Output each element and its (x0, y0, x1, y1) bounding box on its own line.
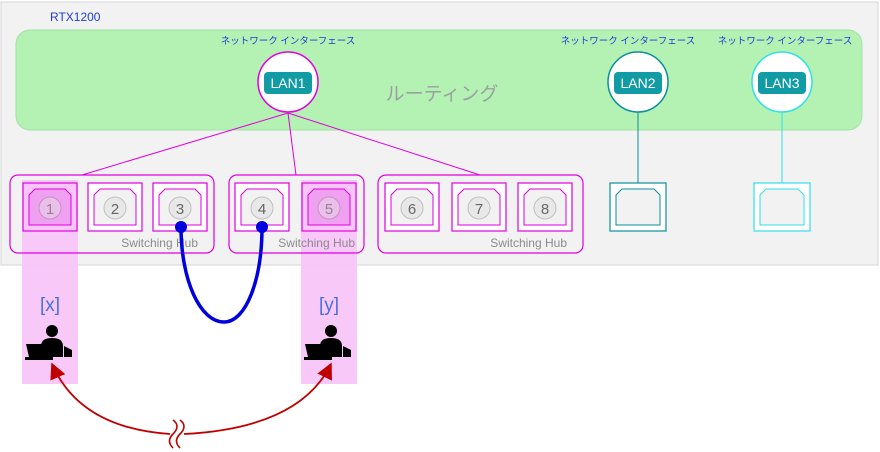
host-x-label: [x] (40, 295, 60, 316)
line-break-mark (168, 419, 178, 449)
cable-plug-port4 (256, 221, 268, 233)
switching-hub-3 (377, 174, 584, 254)
host-y-label: [y] (319, 295, 339, 316)
lan2-caption: ネットワーク インターフェース (561, 36, 696, 47)
port-8-number: 8 (541, 201, 549, 218)
lan3-port[interactable] (753, 182, 811, 232)
hub2-label: Switching Hub (278, 236, 355, 250)
port-6[interactable]: 6 (384, 182, 440, 232)
device-name: RTX1200 (50, 10, 101, 24)
communication-arrow-left (50, 362, 171, 435)
host-x-user-icon (25, 325, 72, 360)
lan2-label: LAN2 (620, 75, 655, 91)
port-2[interactable]: 2 (87, 182, 143, 232)
lan2-badge (614, 72, 662, 94)
port-4-number: 4 (258, 201, 266, 218)
lan1-caption: ネットワーク インターフェース (221, 36, 356, 47)
cable-plug-port3 (175, 221, 187, 233)
loop-cable (179, 226, 264, 324)
switching-hub-2 (228, 174, 365, 254)
port-7[interactable]: 7 (451, 182, 507, 232)
lan1-badge (264, 72, 312, 94)
port-7-number: 7 (475, 201, 483, 218)
port-1[interactable]: 1 (22, 182, 78, 232)
host-y-user-icon (304, 325, 351, 360)
lan2-port[interactable] (609, 182, 667, 232)
hub1-label: Switching Hub (121, 236, 198, 250)
lan3-badge (758, 72, 806, 94)
lan1-hub2-line (287, 112, 297, 176)
lan3-label: LAN3 (764, 75, 799, 91)
lan1-hub3-line (287, 112, 481, 176)
switching-hub-1 (9, 174, 215, 254)
routing-label: ルーティング (386, 83, 499, 105)
port-2-number: 2 (111, 201, 119, 218)
communication-arrow-right (183, 362, 332, 435)
port-8[interactable]: 8 (517, 182, 573, 232)
port-1-number: 1 (46, 201, 54, 218)
hub3-label: Switching Hub (490, 236, 567, 250)
port-3-number: 3 (176, 201, 184, 218)
lan3-caption: ネットワーク インターフェース (718, 36, 853, 47)
port-5[interactable]: 5 (301, 182, 357, 232)
lan1-label: LAN1 (270, 75, 305, 91)
lan1-hub1-line (81, 112, 289, 176)
port-6-number: 6 (408, 201, 416, 218)
port-5-number: 5 (325, 201, 333, 218)
line-break-mark-2 (175, 419, 185, 449)
port-3[interactable]: 3 (152, 182, 208, 232)
